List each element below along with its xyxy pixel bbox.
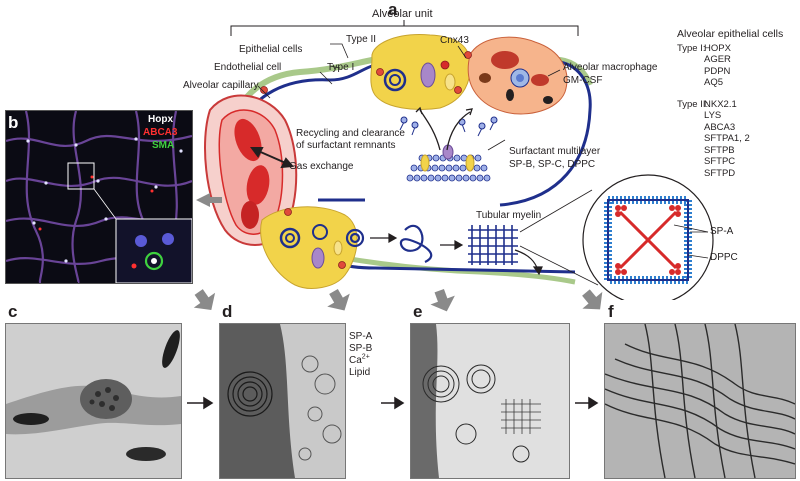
- label-alveolar-unit: Alveolar unit: [372, 8, 433, 20]
- panel-b-fluorescence-image: [5, 110, 193, 284]
- panel-d-side-sp-a: SP-A: [349, 331, 373, 342]
- label-endothelial-cell: Endothelial cell: [214, 62, 282, 73]
- legend-abca3: ABCA3: [143, 127, 178, 138]
- label-cnx43: Cnx43: [440, 35, 469, 46]
- gray-down-arrows: [193, 288, 603, 312]
- gas-exchange-arrow: [250, 147, 295, 169]
- type-ii-marker: LYS: [704, 110, 722, 121]
- type-ii-marker: SFTPA1, 2: [704, 133, 750, 144]
- panel-b-roi-box: [67, 162, 95, 190]
- panel-d-side-lipid: Lipid: [349, 367, 371, 378]
- panel-transition-arrows: [196, 193, 222, 207]
- arrow-to-d: [327, 288, 350, 311]
- marker-list-title: Alveolar epithelial cells: [677, 28, 784, 40]
- label-type-ii: Type II: [346, 34, 377, 45]
- panel-d-side-sp-b: SP-B: [349, 343, 373, 354]
- type-i-marker: PDPN: [704, 65, 731, 77]
- tubular-myelin-sequence: [345, 224, 518, 265]
- type-ii-marker: SFTPC: [704, 156, 736, 167]
- panel-d-side-ca: Ca2+: [349, 353, 370, 366]
- label-epithelial-cells: Epithelial cells: [239, 44, 303, 55]
- type-i-membrane: [229, 57, 593, 131]
- arrow-d-to-e: [394, 396, 405, 410]
- legend-hopx: Hopx: [148, 114, 173, 125]
- panel-label-a: a: [388, 0, 398, 19]
- label-recycling-2: of surfactant remnants: [296, 140, 396, 151]
- type-i-marker-label: Type I:: [677, 42, 706, 54]
- type-ii-marker: ABCA3: [704, 121, 736, 133]
- type-i-marker: AQ5: [704, 77, 724, 88]
- label-alveolar-macrophage: Alveolar macrophage: [563, 62, 658, 73]
- alveolar-macrophage: [467, 36, 568, 115]
- label-type-i: Type I: [327, 62, 355, 73]
- panel-f-micrograph: [604, 323, 796, 479]
- cnx43-leader: [457, 45, 467, 59]
- panel-label-e: e: [413, 302, 423, 321]
- type-ii-marker: SFTPB: [704, 144, 735, 156]
- type-ii-cell-top: [370, 34, 471, 110]
- panel-label-c: c: [8, 302, 18, 321]
- type-ii-marker: NKX2.1: [704, 98, 737, 110]
- panel-e-micrograph: [410, 323, 570, 479]
- alveolar-unit-bracket: [230, 20, 579, 36]
- arrow-c-to-d: [203, 396, 214, 410]
- type-ii-cell-bottom: [260, 206, 358, 289]
- label-gm-csf: GM-CSF: [563, 75, 603, 86]
- label-gas-exchange: Gas exchange: [289, 161, 354, 172]
- alveolar-diagram: [196, 20, 714, 300]
- panel-label-d: d: [222, 302, 233, 321]
- panel-b-inset: [115, 218, 192, 283]
- label-sp-a: SP-A: [710, 226, 734, 237]
- label-alveolar-capillary: Alveolar capillary: [183, 80, 259, 91]
- label-surfactant-proteins: SP-B, SP-C, DPPC: [509, 159, 596, 170]
- arrow-to-c: [193, 289, 216, 311]
- cnx43-junctions: [260, 51, 472, 269]
- label-recycling-1: Recycling and clearance: [296, 128, 405, 139]
- panel-label-f: f: [608, 302, 614, 321]
- micrograph-sequence-arrows: [187, 396, 599, 410]
- tubular-myelin-zoom: [519, 174, 714, 300]
- label-dppc: DPPC: [710, 252, 738, 263]
- recycling-arrows: [415, 106, 473, 151]
- surfactant-multilayer: [399, 116, 498, 182]
- type-ii-marker-label: Type II:: [677, 98, 709, 110]
- panel-label-b: b: [8, 113, 19, 132]
- panel-c-micrograph: [5, 323, 182, 479]
- type-ii-marker: SFTPD: [704, 167, 736, 179]
- type-i-marker: AGER: [704, 54, 731, 65]
- leader-lines: [257, 43, 561, 151]
- arrow-to-e: [430, 288, 455, 312]
- type-i-marker: HOPX: [704, 42, 731, 54]
- panel-d-micrograph: [219, 323, 346, 479]
- label-surfactant-multilayer: Surfactant multilayer: [509, 146, 601, 157]
- arrow-to-f: [582, 289, 603, 310]
- sequence-arrows: [370, 232, 543, 276]
- legend-sma: SMA: [152, 140, 175, 151]
- alveolar-capillary: [204, 94, 298, 246]
- arrow-to-b: [196, 193, 222, 207]
- arrow-e-to-f: [588, 396, 599, 410]
- label-tubular-myelin: Tubular myelin: [476, 210, 542, 221]
- marker-list: Alveolar epithelial cells Type I:HOPX AG…: [677, 28, 784, 179]
